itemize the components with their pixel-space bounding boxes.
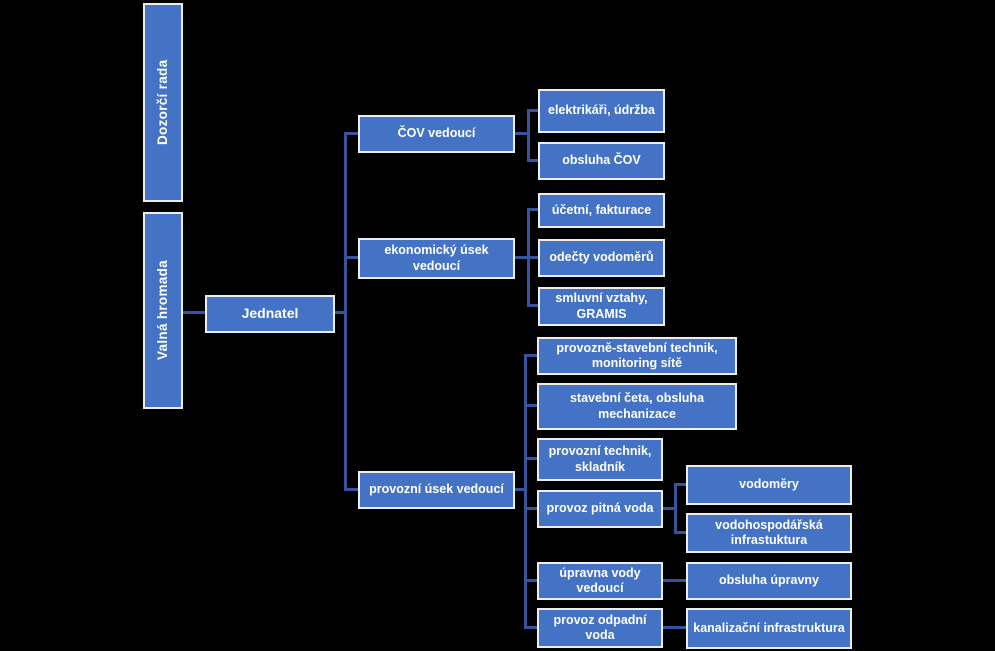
org-node-odecty-vodomeru: odečty vodoměrů bbox=[538, 239, 665, 277]
org-node-ekonomicky-usek-vedouci: ekonomický úsek vedoucí bbox=[358, 238, 515, 279]
org-node-provozne-stavebni-technik: provozně-stavební technik, monitoring sí… bbox=[537, 337, 737, 375]
connector-pitna-rail bbox=[663, 507, 676, 510]
connector-rail-obsluhacov bbox=[527, 159, 538, 162]
connector-odpadni-kanalizacni bbox=[663, 626, 686, 629]
connector-pitna-rail-vertical bbox=[674, 483, 677, 534]
connector-trunk-cov bbox=[345, 132, 358, 135]
connector-rail-stavceta bbox=[524, 404, 537, 407]
connector-rail-vodohospodarska bbox=[674, 531, 686, 534]
connector-jednatel-trunk bbox=[333, 311, 347, 314]
org-node-jednatel: Jednatel bbox=[205, 295, 335, 333]
org-node-provoz-odpadni-voda: provoz odpadní voda bbox=[537, 608, 663, 648]
org-node-cov-vedouci: ČOV vedoucí bbox=[358, 115, 515, 153]
connector-rail-odecty bbox=[527, 256, 538, 259]
org-node-upravna-vody-vedouci: úpravna vody vedoucí bbox=[537, 562, 663, 600]
connector-valna-jednatel bbox=[182, 311, 206, 314]
org-node-provozni-technik-skladnik: provozní technik, skladník bbox=[537, 438, 663, 481]
connector-main-trunk bbox=[344, 132, 347, 491]
connector-cov-rail bbox=[515, 132, 529, 135]
org-node-obsluha-upravny: obsluha úpravny bbox=[686, 562, 852, 600]
connector-rail-smluvni bbox=[527, 304, 538, 307]
org-node-kanalizacni-infrastruktura: kanalizační infrastruktura bbox=[686, 608, 852, 649]
org-node-vodohospodarska-infrastuktura: vodohospodářská infrastuktura bbox=[686, 513, 852, 553]
connector-rail-ucetni bbox=[527, 208, 538, 211]
org-node-elektrikari-udrzba: elektrikáři, údržba bbox=[538, 89, 665, 133]
org-node-vodomery: vodoměry bbox=[686, 465, 852, 505]
connector-trunk-provozni bbox=[345, 488, 358, 491]
connector-ekonomicky-rail-vertical bbox=[527, 208, 530, 307]
org-node-dozorci-rada: Dozorčí rada bbox=[143, 3, 183, 202]
org-node-obsluha-cov: obsluha ČOV bbox=[538, 142, 665, 180]
org-node-provozni-usek-vedouci: provozní úsek vedoucí bbox=[358, 471, 515, 509]
org-node-valna-hromada: Valná hromada bbox=[143, 212, 183, 409]
connector-ekonomicky-rail bbox=[515, 256, 529, 259]
connector-upravna-obsluha bbox=[663, 579, 686, 582]
connector-provozni-rail bbox=[515, 488, 527, 491]
connector-rail-upravna bbox=[524, 579, 537, 582]
connector-rail-provstav bbox=[524, 354, 537, 357]
org-node-ucetni-fakturace: účetní, fakturace bbox=[538, 193, 665, 228]
connector-rail-pitna bbox=[524, 507, 537, 510]
connector-rail-provtechnik bbox=[524, 457, 537, 460]
org-node-smluvni-vztahy-gramis: smluvní vztahy, GRAMIS bbox=[538, 287, 665, 326]
connector-rail-odpadni bbox=[524, 626, 537, 629]
connector-rail-elektrikari bbox=[527, 109, 538, 112]
connector-rail-vodomery bbox=[674, 483, 686, 486]
org-node-stavebni-ceta: stavební četa, obsluha mechanizace bbox=[537, 383, 737, 430]
connector-trunk-ekonomicky bbox=[345, 256, 358, 259]
connector-provozni-rail-vertical bbox=[524, 354, 527, 629]
connector-cov-rail-vertical bbox=[527, 109, 530, 162]
org-node-provoz-pitna-voda: provoz pitná voda bbox=[537, 490, 663, 528]
